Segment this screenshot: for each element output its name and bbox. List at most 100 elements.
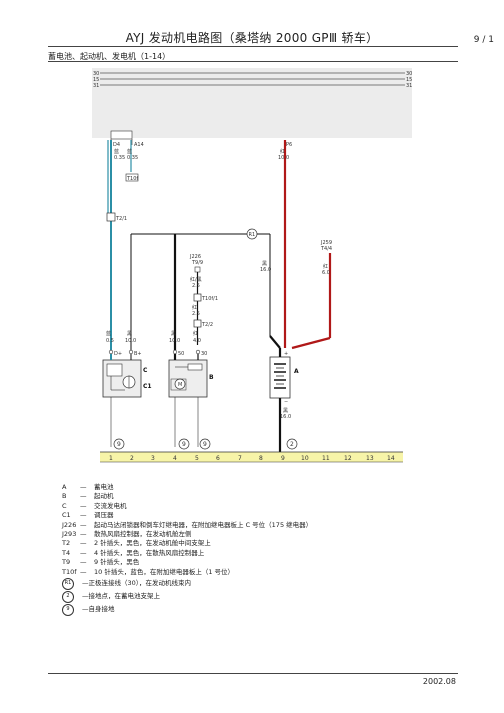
terminal-a-minus: − bbox=[284, 399, 288, 405]
track-14: 14 bbox=[387, 455, 395, 462]
wire-b-left-color: 黑 bbox=[171, 331, 176, 337]
footer-rule bbox=[48, 673, 458, 674]
connector-t10f-1 bbox=[193, 293, 202, 302]
starter-solenoid bbox=[187, 363, 203, 371]
legend-row: A—蓄电池 bbox=[62, 483, 114, 491]
legend-symbol-row: R1—正极连接线（30），在发动机线束内 bbox=[62, 577, 312, 590]
wire-rb1-size: 2.5 bbox=[192, 283, 200, 289]
track-5: 5 bbox=[195, 455, 199, 462]
track-2: 2 bbox=[130, 455, 134, 462]
label-t10f-1: T10f/1 bbox=[201, 296, 218, 302]
legend-row: C—交流发电机 bbox=[62, 501, 127, 510]
legend-symbol-row: 9—自身接地 bbox=[62, 603, 312, 616]
ground-point-2 bbox=[286, 438, 298, 450]
track-12: 12 bbox=[344, 455, 352, 462]
label-j226: J226 bbox=[189, 254, 201, 260]
terminal-b-50: 50 bbox=[178, 351, 184, 357]
ground-point-9b-label: 9 bbox=[182, 441, 186, 448]
bus-left-15: 15 bbox=[93, 77, 99, 83]
subtitle-rule bbox=[48, 61, 458, 62]
label-t4: T4/4 bbox=[320, 246, 332, 252]
terminal-a-plus: + bbox=[284, 351, 288, 357]
wire-p6-color: 红 bbox=[280, 148, 285, 155]
label-b: B bbox=[209, 374, 214, 381]
relay-board-band bbox=[92, 68, 412, 138]
label-t10f-box: T10f bbox=[126, 176, 138, 182]
label-t2-1: T2/1 bbox=[115, 216, 127, 222]
connector-t2-1 bbox=[106, 212, 116, 222]
connector-t10f-box bbox=[125, 173, 139, 182]
track-9: 9 bbox=[281, 455, 285, 462]
legend: A—蓄电池 B—起动机 C—交流发电机 C1—调压器 J226—起动马达闭锁器和… bbox=[62, 483, 312, 616]
wire-b-left-size: 10.0 bbox=[169, 338, 180, 344]
legend-row: T10f—10 针插头，蓝色，在附加继电器板上（1 号位） bbox=[62, 567, 235, 576]
bus-right-31: 31 bbox=[406, 83, 412, 89]
page-title: AYJ 发动机电路图（桑塔纳 2000 GPⅢ 轿车） bbox=[125, 31, 379, 45]
legend-row: T2—2 针插头，黑色，在发动机舱中间支架上 bbox=[62, 539, 211, 548]
label-a14: A14 bbox=[134, 142, 144, 148]
wire-rb1-color: 红/黑 bbox=[190, 276, 202, 283]
label-a: A bbox=[294, 368, 299, 375]
bus-left-30: 30 bbox=[93, 71, 99, 77]
legend-symbol-row: 2—接地点，在蓄电池支架上 bbox=[62, 590, 312, 603]
wire-c-left-color: 蓝 bbox=[106, 330, 111, 337]
label-j259: J259 bbox=[320, 240, 332, 246]
legend-row: J226—起动马达闭锁器和倒车灯继电器，在附加继电器板上 C 号位（175 继电… bbox=[62, 520, 313, 529]
wire-c-left-size: 0.5 bbox=[106, 338, 114, 344]
wire-ground-size: 16.0 bbox=[280, 414, 291, 420]
legend-row: T4—4 针插头，黑色，在散热风扇控制器上 bbox=[62, 548, 205, 557]
track-6: 6 bbox=[216, 455, 220, 462]
footer-date: 2002.08 bbox=[422, 677, 456, 686]
bus-right-30: 30 bbox=[406, 71, 412, 77]
bus-left-31: 31 bbox=[93, 83, 99, 89]
track-11: 11 bbox=[322, 455, 330, 462]
track-4: 4 bbox=[173, 455, 177, 462]
wire-d4-color: 蓝 bbox=[114, 148, 119, 155]
connector-t2-2 bbox=[193, 319, 202, 328]
terminal-b-30: 30 bbox=[201, 351, 207, 357]
bus-right-15: 15 bbox=[406, 77, 412, 83]
wire-a14-size: 0.35 bbox=[127, 155, 138, 161]
wire-b-right-size: 4.0 bbox=[193, 338, 201, 344]
component-a-battery bbox=[269, 356, 291, 399]
wire-b-right-color: 红 bbox=[193, 330, 198, 337]
legend-row: J293—散热风扇控制器，在发动机舱左侧 bbox=[62, 530, 192, 539]
ground-point-2-label: 2 bbox=[290, 441, 294, 448]
label-p6: P6 bbox=[286, 142, 292, 148]
wire-mid-color: 黑 bbox=[262, 261, 267, 267]
label-t9: T9/9 bbox=[191, 260, 203, 266]
track-3: 3 bbox=[151, 455, 155, 462]
wire-a14-color: 蓝 bbox=[127, 148, 132, 155]
ground-point-9a bbox=[113, 438, 125, 450]
label-d4: D4 bbox=[113, 142, 120, 148]
ground-point-9c-label: 9 bbox=[203, 441, 207, 448]
track-7: 7 bbox=[238, 455, 242, 462]
wire-c-right-size: 10.0 bbox=[125, 338, 136, 344]
wire-d4-size: 0.35 bbox=[114, 155, 125, 161]
track-numbers: 1 2 3 4 5 6 7 8 9 10 11 12 13 14 bbox=[109, 455, 395, 462]
ground-point-9b bbox=[178, 438, 190, 450]
svg-text:M: M bbox=[178, 382, 182, 388]
legend-row: B—起动机 bbox=[62, 492, 114, 501]
label-r1: R1 bbox=[249, 232, 256, 238]
legend-row: C1—调压器 bbox=[62, 511, 114, 520]
subtitle: 蓄电池、起动机、发电机（1-14） bbox=[48, 52, 171, 61]
wire-ground-color: 黑 bbox=[283, 408, 288, 414]
r1-symbol-icon: R1 bbox=[62, 577, 74, 590]
ground-band bbox=[100, 452, 403, 462]
ground-point-9a-label: 9 bbox=[117, 441, 121, 448]
ground-point-9c bbox=[199, 438, 211, 450]
regulator-c1 bbox=[106, 363, 123, 377]
track-10: 10 bbox=[301, 455, 309, 462]
page-number: 9 / 1 bbox=[473, 35, 494, 45]
terminal-c-bplus: B+ bbox=[134, 351, 142, 357]
label-t2-2: T2/2 bbox=[201, 322, 213, 328]
wire-rb2-color: 红 bbox=[192, 304, 197, 311]
label-c: C bbox=[143, 367, 148, 374]
wire-p6-size: 10.0 bbox=[278, 155, 289, 161]
wire-mid-size: 16.0 bbox=[260, 267, 271, 273]
terminal-c-dplus: D+ bbox=[114, 351, 122, 357]
title-rule bbox=[48, 46, 458, 47]
label-c1: C1 bbox=[143, 383, 152, 390]
